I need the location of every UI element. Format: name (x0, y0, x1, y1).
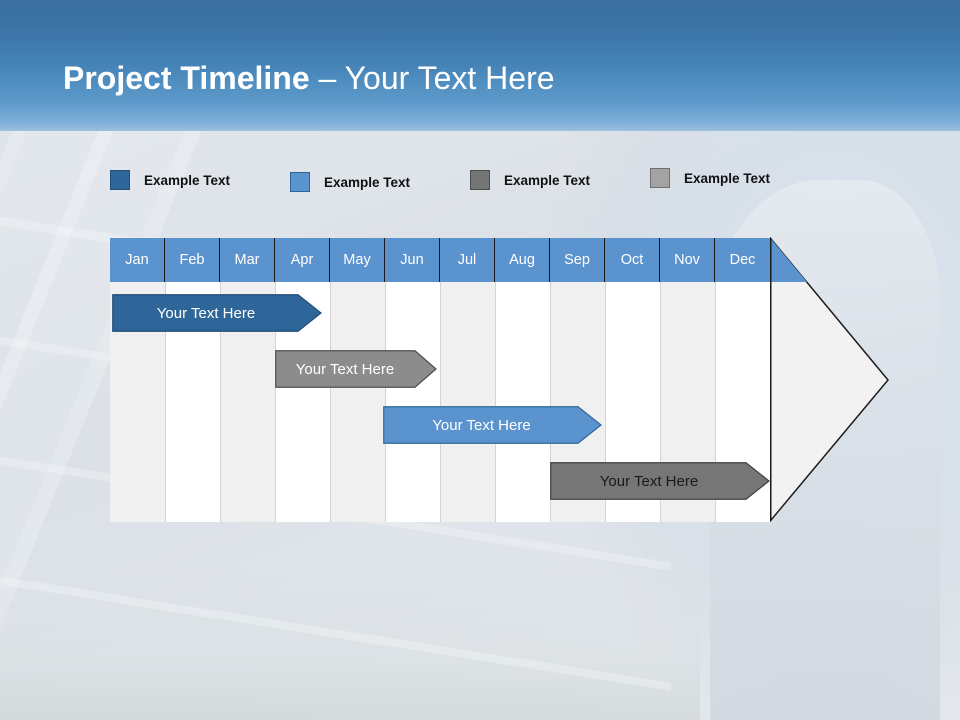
timeline-arrow-head-icon (770, 237, 892, 523)
month-label-mar: Mar (234, 252, 260, 268)
column-band-jan (110, 238, 165, 522)
grid-line-6 (440, 282, 441, 522)
column-band-aug (495, 238, 550, 522)
month-header-sep[interactable]: Sep (550, 238, 605, 282)
grid-line-2 (220, 282, 221, 522)
grid-line-3 (275, 282, 276, 522)
legend-swatch-icon-2 (290, 172, 310, 192)
gantt-bar-3[interactable]: Your Text Here (383, 406, 602, 444)
month-label-dec: Dec (729, 252, 756, 268)
legend-item-2[interactable]: Example Text (290, 170, 410, 194)
month-label-sep: Sep (564, 252, 590, 268)
month-label-jun: Jun (400, 252, 424, 268)
legend-label-4: Example Text (684, 170, 771, 186)
gantt-chart: Jan Feb Mar Apr May Jun Jul Aug Sep Oct … (110, 237, 889, 523)
legend-swatch-icon-1 (110, 170, 130, 190)
month-header-aug[interactable]: Aug (495, 238, 550, 282)
legend-label-2: Example Text (324, 174, 411, 190)
header-band (0, 0, 960, 131)
page-title-bold: Project Timeline (63, 60, 310, 96)
legend-swatch-icon-3 (470, 170, 490, 190)
legend: Example Text Example Text Example Text E… (110, 168, 830, 198)
background-foliage (0, 560, 700, 720)
legend-label-3: Example Text (504, 172, 591, 188)
grid-line-9 (605, 282, 606, 522)
month-label-aug: Aug (509, 252, 535, 268)
month-header-apr[interactable]: Apr (275, 238, 330, 282)
legend-label-1: Example Text (144, 172, 231, 188)
grid-line-11 (715, 282, 716, 522)
month-header-oct[interactable]: Oct (605, 238, 660, 282)
gantt-bar-4[interactable]: Your Text Here (550, 462, 770, 500)
month-header-nov[interactable]: Nov (660, 238, 715, 282)
page-title-separator: – (309, 60, 345, 96)
month-label-feb: Feb (179, 252, 205, 268)
month-header-may[interactable]: May (330, 238, 385, 282)
column-band-jul (440, 238, 495, 522)
column-band-feb (165, 238, 220, 522)
grid-line-5 (385, 282, 386, 522)
month-header-jul[interactable]: Jul (440, 238, 495, 282)
month-header-jun[interactable]: Jun (385, 238, 440, 282)
column-band-mar (220, 238, 275, 522)
month-label-oct: Oct (620, 252, 644, 268)
grid-line-4 (330, 282, 331, 522)
gantt-bar-2[interactable]: Your Text Here (275, 350, 437, 388)
month-header-feb[interactable]: Feb (165, 238, 220, 282)
legend-item-1[interactable]: Example Text (110, 168, 230, 192)
month-label-jul: Jul (457, 252, 477, 268)
month-header-dec[interactable]: Dec (715, 238, 770, 282)
grid-line-10 (660, 282, 661, 522)
page-title-light: Your Text Here (344, 60, 555, 96)
month-label-nov: Nov (674, 252, 700, 268)
page-title: Project Timeline – Your Text Here (63, 60, 555, 97)
grid-line-1 (165, 282, 166, 522)
legend-swatch-icon-4 (650, 168, 670, 188)
month-label-jan: Jan (125, 252, 149, 268)
month-header-mar[interactable]: Mar (220, 238, 275, 282)
month-header-jan[interactable]: Jan (110, 238, 165, 282)
gantt-bar-1[interactable]: Your Text Here (112, 294, 322, 332)
month-label-may: May (343, 252, 371, 268)
legend-item-4[interactable]: Example Text (650, 166, 770, 190)
grid-line-8 (550, 282, 551, 522)
legend-item-3[interactable]: Example Text (470, 168, 590, 192)
month-label-apr: Apr (290, 252, 314, 268)
grid-line-7 (495, 282, 496, 522)
